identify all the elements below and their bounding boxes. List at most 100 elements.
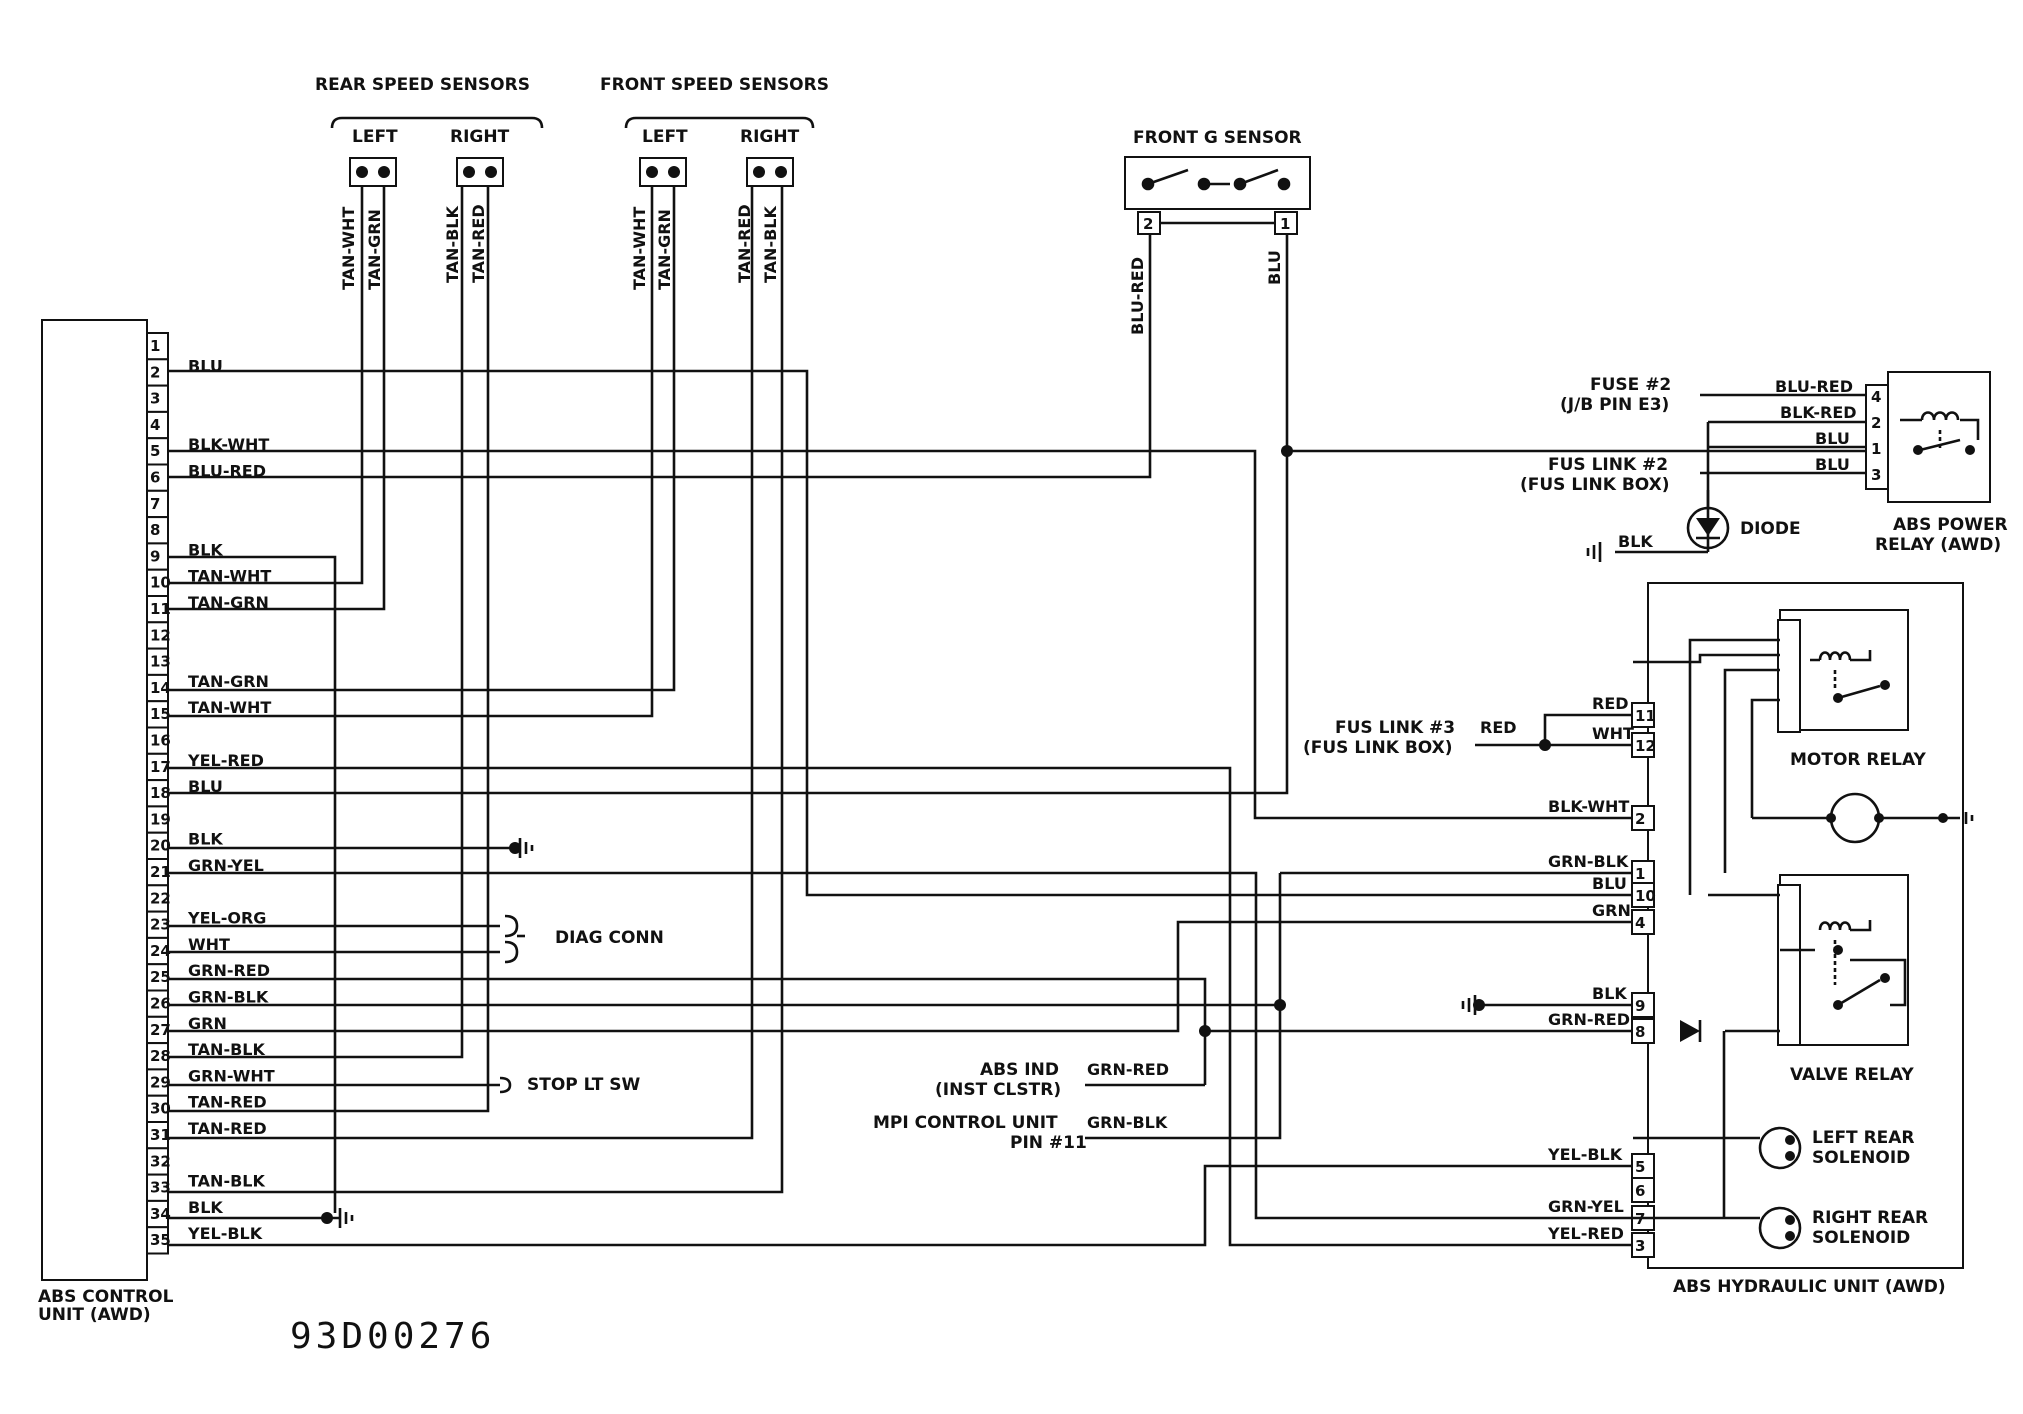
svg-text:TAN-RED: TAN-RED bbox=[735, 204, 754, 283]
hyd-wire-label: BLU bbox=[1592, 874, 1627, 893]
left-sol-label-1: LEFT REAR bbox=[1812, 1128, 1915, 1148]
ecu-pin-number: 30 bbox=[150, 1100, 171, 1118]
fuslink3-wire: RED bbox=[1480, 718, 1517, 737]
front-sensors-title: FRONT SPEED SENSORS bbox=[600, 75, 829, 95]
front-right-label: RIGHT bbox=[740, 127, 800, 147]
hyd-wire-label: GRN-RED bbox=[1548, 1010, 1630, 1029]
ecu-pin-number: 3 bbox=[150, 390, 160, 408]
hyd-pin-number: 12 bbox=[1635, 737, 1656, 755]
hyd-wire-label: BLK-WHT bbox=[1548, 797, 1629, 816]
ecu-wire-label: GRN-BLK bbox=[188, 988, 269, 1007]
ecu-pin-number: 12 bbox=[150, 626, 171, 644]
hyd-pin-number: 1 bbox=[1635, 865, 1645, 883]
wires bbox=[168, 186, 1880, 1247]
right-sol-label-2: SOLENOID bbox=[1812, 1228, 1910, 1248]
ecu-pin-number: 29 bbox=[150, 1073, 171, 1091]
abs-ind-label-2: (INST CLSTR) bbox=[935, 1080, 1061, 1100]
hyd-wire-label: YEL-RED bbox=[1547, 1224, 1624, 1243]
ecu-pin-number: 7 bbox=[150, 495, 160, 513]
ecu-pin-number: 19 bbox=[150, 810, 171, 828]
ecu-wire-label: TAN-WHT bbox=[188, 698, 271, 717]
ecu-pin-number: 18 bbox=[150, 784, 171, 802]
fuslink3-label-2: (FUS LINK BOX) bbox=[1303, 738, 1453, 758]
right-solenoid-icon bbox=[1758, 1206, 1802, 1250]
ecu-pin-number: 17 bbox=[150, 758, 171, 776]
ecu-wire-label: WHT bbox=[188, 935, 230, 954]
hyd-pin bbox=[1631, 1018, 1655, 1044]
ecu-pin-number: 34 bbox=[150, 1205, 171, 1223]
ecu-box bbox=[41, 319, 148, 1281]
ecu-wire-label: GRN-YEL bbox=[188, 856, 264, 875]
ecu-pin-number: 9 bbox=[150, 547, 160, 565]
svg-text:TAN-GRN: TAN-GRN bbox=[655, 209, 674, 290]
svg-text:4: 4 bbox=[1871, 388, 1881, 406]
motor-relay-box bbox=[1779, 609, 1909, 731]
svg-text:TAN-BLK: TAN-BLK bbox=[443, 206, 462, 283]
hyd-wire-label: RED bbox=[1592, 694, 1629, 713]
hyd-pin bbox=[1631, 702, 1655, 728]
ecu-pin-number: 32 bbox=[150, 1152, 171, 1170]
ecu-wire-labels: BLUBLK-WHTBLU-REDBLKTAN-WHTTAN-GRNTAN-GR… bbox=[187, 356, 275, 1243]
hydraulic-unit-label: ABS HYDRAULIC UNIT (AWD) bbox=[1673, 1277, 1946, 1297]
ecu-wire-label: TAN-RED bbox=[188, 1093, 267, 1112]
ecu-wire-label: BLK bbox=[188, 830, 223, 849]
hyd-pin-number: 5 bbox=[1635, 1158, 1645, 1176]
hyd-pin-number: 9 bbox=[1635, 997, 1645, 1015]
g-wire-left: BLU-RED bbox=[1128, 257, 1147, 335]
hyd-pin bbox=[1631, 732, 1655, 758]
ecu-wire-label: BLK bbox=[188, 1198, 223, 1217]
hyd-pin-number: 3 bbox=[1635, 1237, 1645, 1255]
ecu-pin-number: 8 bbox=[150, 521, 160, 539]
abs-ind-wire: GRN-RED bbox=[1087, 1060, 1169, 1079]
ground-wire-label: BLK bbox=[1618, 532, 1653, 551]
svg-text:1: 1 bbox=[1871, 440, 1881, 458]
svg-text:3: 3 bbox=[1871, 466, 1881, 484]
svg-text:BLK-RED: BLK-RED bbox=[1780, 403, 1857, 422]
hyd-pin-number: 6 bbox=[1635, 1182, 1645, 1200]
ecu-pin-number: 23 bbox=[150, 916, 171, 934]
ecu-pin-number: 35 bbox=[150, 1231, 171, 1249]
ecu-pin-strip: 1234567891011121314151617181920212223242… bbox=[146, 332, 171, 1255]
ecu-pin-number: 22 bbox=[150, 889, 171, 907]
hyd-pin-number: 2 bbox=[1635, 810, 1645, 828]
svg-text:2: 2 bbox=[1871, 414, 1881, 432]
ecu-pin-number: 26 bbox=[150, 995, 171, 1013]
hyd-wire-label: BLK bbox=[1592, 984, 1627, 1003]
rear-brace bbox=[330, 116, 544, 129]
mpi-wire: GRN-BLK bbox=[1087, 1113, 1168, 1132]
ecu-wire-label: BLK bbox=[188, 540, 223, 559]
motor-relay-label: MOTOR RELAY bbox=[1790, 750, 1926, 770]
g-pin-2: 2 bbox=[1143, 215, 1153, 233]
power-relay-label-2: RELAY (AWD) bbox=[1875, 535, 2001, 555]
ecu-wire-label: TAN-BLK bbox=[188, 1040, 265, 1059]
ecu-wire-label: GRN-RED bbox=[188, 961, 270, 980]
ecu-wire-label: BLU bbox=[188, 777, 223, 796]
hyd-pin bbox=[1631, 1232, 1655, 1258]
ecu-wire-label: YEL-BLK bbox=[187, 1224, 263, 1243]
hyd-wire-label: GRN bbox=[1592, 901, 1631, 920]
ecu-pin-number: 27 bbox=[150, 1021, 171, 1039]
junction-dots bbox=[321, 445, 1758, 1224]
figure-code: 93D00276 bbox=[290, 1316, 495, 1357]
left-sol-label-2: SOLENOID bbox=[1812, 1148, 1910, 1168]
fuslink3-label-1: FUS LINK #3 bbox=[1335, 718, 1455, 738]
ecu-wire-label: YEL-ORG bbox=[187, 909, 266, 928]
power-relay-label-1: ABS POWER bbox=[1893, 515, 2008, 535]
g-sensor-switches bbox=[1141, 168, 1291, 191]
mpi-label-2: PIN #11 bbox=[1010, 1133, 1087, 1153]
ecu-wire-label: BLU bbox=[188, 356, 223, 375]
ecu-label-1: ABS CONTROL bbox=[38, 1287, 174, 1307]
svg-text:TAN-GRN: TAN-GRN bbox=[365, 209, 384, 290]
right-sol-label-1: RIGHT REAR bbox=[1812, 1208, 1928, 1228]
fuslink2-label-2: (FUS LINK BOX) bbox=[1520, 475, 1670, 495]
ecu-wire-label: BLK-WHT bbox=[188, 435, 269, 454]
diode-icon bbox=[1680, 1020, 1700, 1042]
hyd-wire-label: WHT bbox=[1592, 724, 1634, 743]
ecu-pin-number: 11 bbox=[150, 600, 171, 618]
ecu-pin-number: 5 bbox=[150, 442, 160, 460]
ecu-wire-label: YEL-RED bbox=[187, 751, 264, 770]
hyd-pin bbox=[1631, 992, 1655, 1018]
ecu-pin-number: 1 bbox=[150, 337, 160, 355]
ecu-wire-label: TAN-BLK bbox=[188, 1172, 265, 1191]
